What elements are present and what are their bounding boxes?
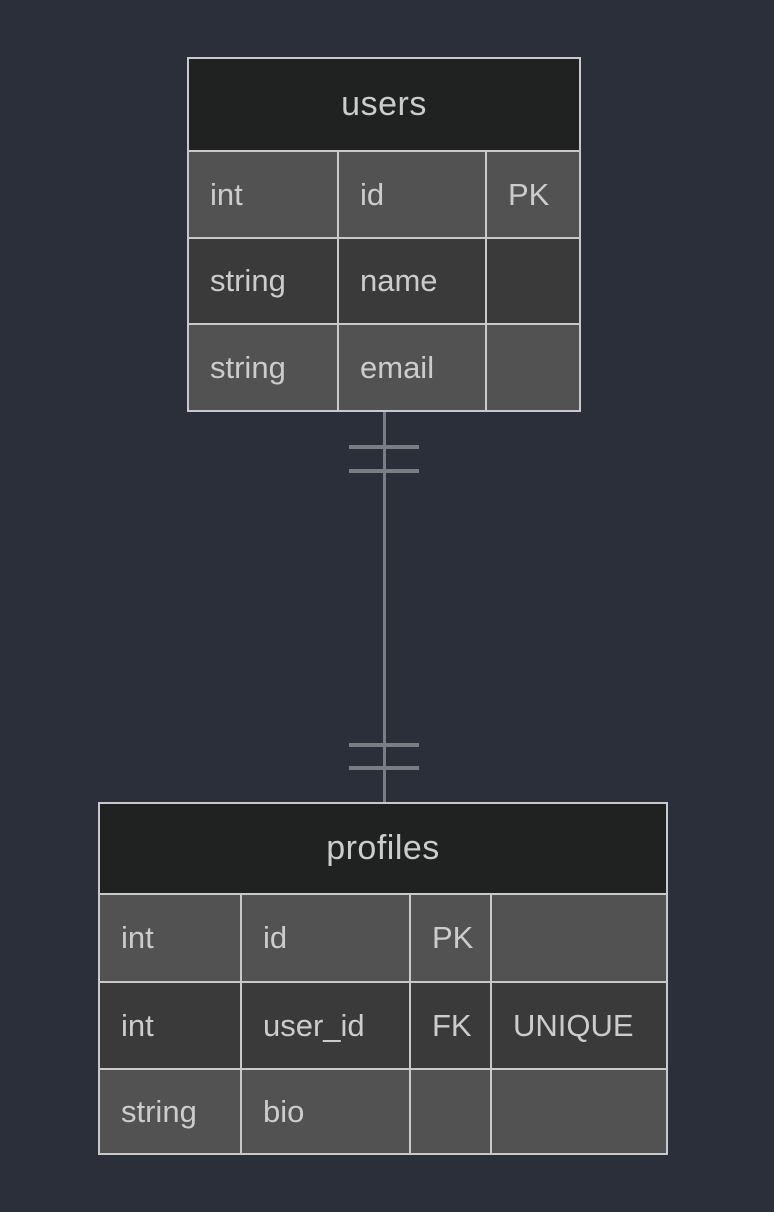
attr-key-cell <box>411 1070 490 1153</box>
attr-comment-cell <box>492 895 666 981</box>
entity-profiles-title: profiles <box>100 804 666 893</box>
attr-key-cell: PK <box>411 895 490 981</box>
attr-key-cell: PK <box>487 152 579 237</box>
attr-name-cell: email <box>339 325 485 410</box>
cardinality-exactly-one-tick <box>349 766 419 770</box>
entity-users-grid: users int id PK string name string email <box>187 57 581 412</box>
entity-users: users int id PK string name string email <box>187 57 581 412</box>
entity-profiles: profiles int id PK int user_id FK UNIQUE… <box>98 802 668 1155</box>
attr-type-cell: int <box>189 152 337 237</box>
entity-users-title: users <box>189 59 579 150</box>
attr-name-cell: name <box>339 239 485 323</box>
cardinality-exactly-one-tick <box>349 445 419 449</box>
attr-type-cell: string <box>100 1070 240 1153</box>
attr-name-cell: id <box>339 152 485 237</box>
attr-name-cell: bio <box>242 1070 409 1153</box>
attr-key-cell <box>487 239 579 323</box>
attr-type-cell: string <box>189 325 337 410</box>
cardinality-exactly-one-tick <box>349 743 419 747</box>
attr-comment-cell <box>492 1070 666 1153</box>
attr-comment-cell: UNIQUE <box>492 983 666 1068</box>
cardinality-exactly-one-tick <box>349 469 419 473</box>
attr-key-cell <box>487 325 579 410</box>
attr-type-cell: int <box>100 895 240 981</box>
attr-name-cell: user_id <box>242 983 409 1068</box>
attr-type-cell: string <box>189 239 337 323</box>
attr-type-cell: int <box>100 983 240 1068</box>
entity-profiles-grid: profiles int id PK int user_id FK UNIQUE… <box>98 802 668 1155</box>
attr-key-cell: FK <box>411 983 490 1068</box>
relationship-line <box>383 412 386 802</box>
attr-name-cell: id <box>242 895 409 981</box>
